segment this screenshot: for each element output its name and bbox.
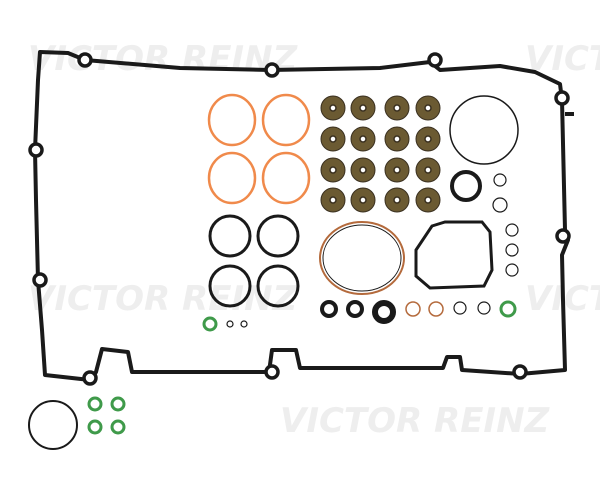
bolt-hole	[82, 370, 98, 386]
bolt-hole	[554, 90, 570, 106]
shaft-seal-large	[372, 300, 396, 324]
orange-o-ring	[261, 151, 311, 205]
valve-stem-seal-hole	[329, 166, 337, 174]
valve-stem-seal-hole	[393, 166, 401, 174]
bolt-holes	[28, 52, 571, 386]
valve-stem-seal-hole	[424, 196, 432, 204]
green-ring	[202, 316, 218, 332]
watermarks: VICTOR REINZ VICTOR REINZ VICTOR REINZ V…	[28, 39, 600, 441]
green-ring	[110, 396, 126, 412]
large-o-ring	[449, 95, 519, 165]
orange-o-ring	[207, 151, 257, 205]
valve-stem-seal-hole	[359, 166, 367, 174]
orange-o-ring	[261, 93, 311, 147]
black-o-ring	[256, 214, 300, 258]
bolt-hole	[264, 62, 280, 78]
bolt-hole	[555, 228, 571, 244]
bolt-hole	[32, 272, 48, 288]
brown-gasket-ring-inner	[322, 224, 402, 292]
bolt-hole	[512, 364, 528, 380]
small-ring	[493, 173, 507, 187]
valve-stem-seal-hole	[359, 196, 367, 204]
seal-parts	[28, 93, 519, 450]
large-o-ring-bottom	[28, 400, 78, 450]
shaped-gasket	[414, 220, 494, 290]
small-ring	[505, 263, 519, 277]
orange-o-ring	[207, 93, 257, 147]
valve-stem-seal-hole	[393, 135, 401, 143]
green-ring	[499, 300, 517, 318]
green-ring	[87, 419, 103, 435]
valve-stem-seal-hole	[329, 196, 337, 204]
brown-small-ring	[405, 301, 421, 317]
green-ring	[87, 396, 103, 412]
brown-small-ring	[428, 301, 444, 317]
watermark-bottom: VICTOR REINZ	[280, 401, 551, 441]
valve-stem-seal-hole	[424, 166, 432, 174]
black-o-ring	[256, 264, 300, 308]
valve-stem-seal-hole	[329, 104, 337, 112]
valve-stem-seal-hole	[424, 135, 432, 143]
tiny-ring	[226, 320, 234, 328]
valve-stem-seal-hole	[424, 104, 432, 112]
shaft-seal	[346, 300, 364, 318]
watermark-middle-left: VICTOR REINZ	[28, 279, 299, 319]
black-o-ring	[208, 214, 252, 258]
valve-stem-seal-hole	[359, 104, 367, 112]
small-ring	[477, 301, 491, 315]
medium-black-ring	[450, 170, 482, 202]
small-ring	[453, 301, 467, 315]
valve-stem-seal-hole	[359, 135, 367, 143]
bolt-hole	[427, 52, 443, 68]
shaft-seal	[320, 300, 338, 318]
brown-gasket-ring	[319, 221, 405, 295]
bolt-hole	[28, 142, 44, 158]
watermark-top-left: VICTOR REINZ	[28, 39, 299, 79]
valve-stem-seal-hole	[329, 135, 337, 143]
small-ring	[492, 197, 508, 213]
bolt-hole	[264, 364, 280, 380]
small-ring	[505, 223, 519, 237]
black-o-ring	[208, 264, 252, 308]
bolt-hole	[77, 52, 93, 68]
valve-stem-seal-hole	[393, 196, 401, 204]
tiny-ring	[240, 320, 248, 328]
green-ring	[110, 419, 126, 435]
valve-stem-seal-hole	[393, 104, 401, 112]
small-ring	[505, 243, 519, 257]
